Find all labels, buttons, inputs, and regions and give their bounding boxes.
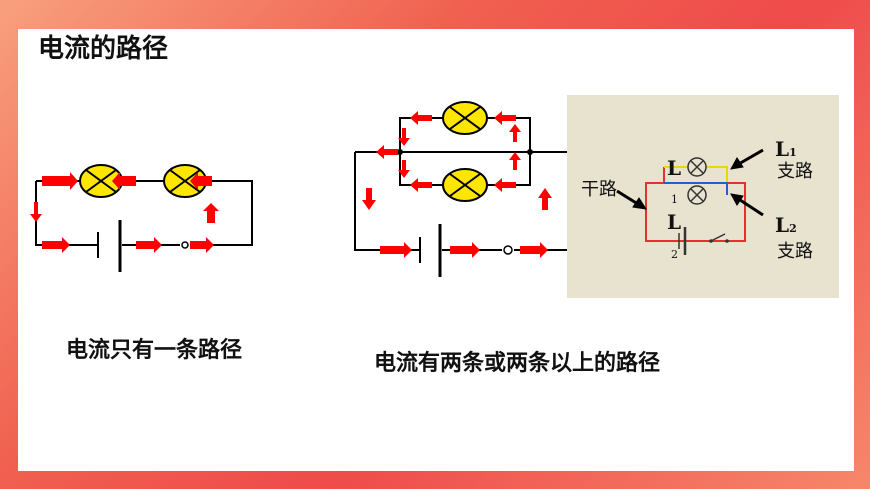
bulb-low-symbol: L <box>667 210 682 234</box>
series-caption: 电流只有一条路径 <box>66 338 243 363</box>
bulb-mid-subscript: 1 <box>671 193 678 206</box>
bulb-low-subscript: 2 <box>671 248 678 261</box>
bulb-top-symbol: L <box>667 156 682 180</box>
series-current-arrows <box>30 172 219 253</box>
branch1-symbol: L1 <box>775 137 797 161</box>
parallel-current-arrows <box>362 111 552 258</box>
schematic-panel: 干路 L 1 L 2 L1 支路 L2 支路 <box>567 95 839 298</box>
parallel-caption: 电流有两条或两条以上的路径 <box>374 351 661 376</box>
series-bulb-2 <box>163 164 207 198</box>
schematic-diagram <box>616 148 764 255</box>
branch2-symbol: L2 <box>775 213 797 237</box>
trunk-label: 干路 <box>581 179 617 200</box>
branch1-arrow <box>736 148 764 167</box>
branch2-arrow <box>736 196 764 217</box>
branch2-label: 支路 <box>777 241 813 262</box>
parallel-bulb-1 <box>442 101 488 135</box>
branch1-label: 支路 <box>777 161 813 182</box>
slide-title: 电流的路径 <box>38 34 169 64</box>
parallel-bulb-2 <box>442 168 488 202</box>
